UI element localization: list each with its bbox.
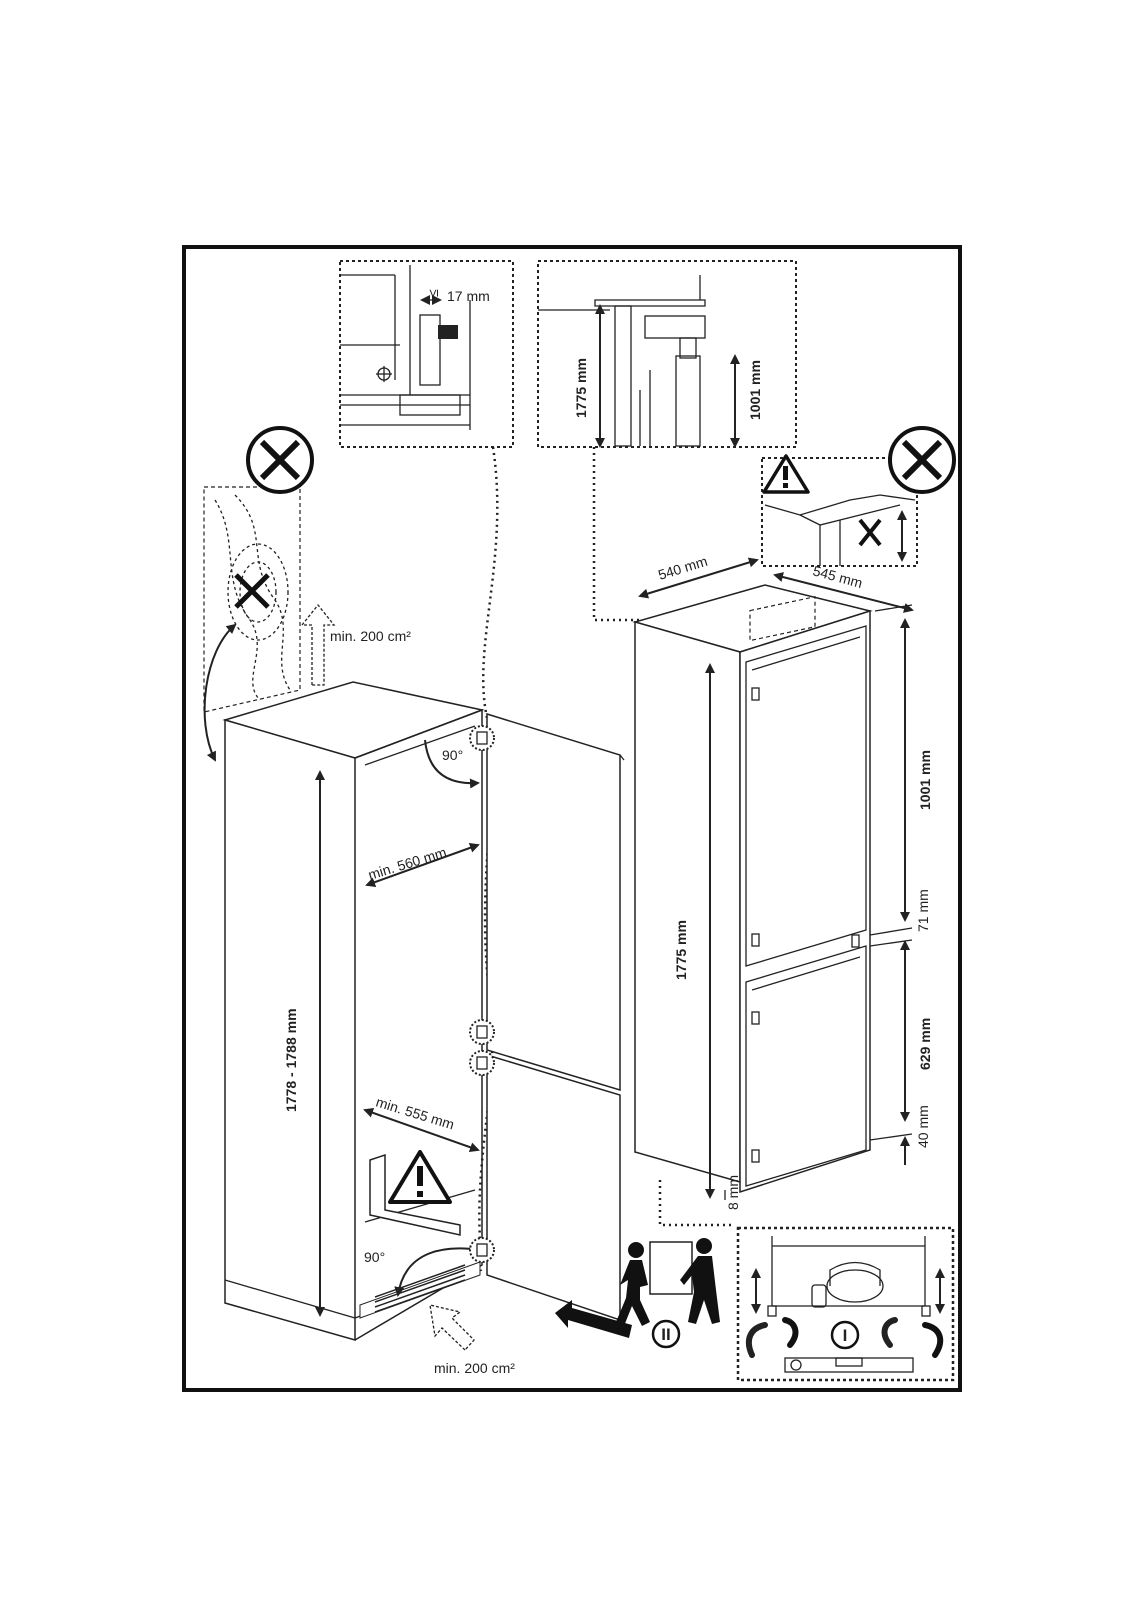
gap-middle-label: 71 mm bbox=[915, 889, 931, 932]
svg-text:II: II bbox=[661, 1325, 670, 1344]
two-person-lift-icon bbox=[616, 1238, 720, 1326]
svg-text:I: I bbox=[843, 1326, 848, 1345]
insert-direction-arrow bbox=[555, 1300, 632, 1338]
warning-triangle-icon bbox=[762, 454, 810, 494]
prohibited-icon bbox=[888, 426, 956, 494]
vent-bottom-label: min. 200 cm² bbox=[434, 1360, 515, 1376]
detail-heights: 1775 mm 1001 mm bbox=[537, 260, 797, 448]
wood-wall-panel bbox=[203, 486, 301, 713]
niche-width-top-label: min. 560 mm bbox=[366, 844, 448, 883]
angle-arrow-bottom bbox=[394, 1247, 481, 1297]
angle-arrow-top bbox=[424, 739, 480, 789]
detail-top-clearance bbox=[761, 457, 918, 567]
unit-width-line bbox=[638, 557, 759, 599]
angle-top-label: 90° bbox=[442, 747, 463, 763]
detail-height-total-label: 1775 mm bbox=[573, 358, 589, 418]
connector-feet bbox=[658, 1180, 735, 1227]
warning-triangle-icon bbox=[388, 1150, 452, 1204]
connector-height bbox=[592, 447, 640, 622]
niche-cabinet bbox=[222, 681, 485, 1341]
wall-curve-arrow bbox=[203, 623, 237, 762]
hinge-markers bbox=[469, 725, 495, 1263]
vent-arrow-top: min. 200 cm² bbox=[300, 603, 411, 686]
vent-arrow-bottom: min. 200 cm² bbox=[429, 1304, 515, 1376]
outer-border bbox=[182, 245, 962, 1392]
detail-hinge-gap: ≤ 17 mm bbox=[339, 260, 514, 448]
lower-door-label: 629 mm bbox=[917, 1018, 933, 1070]
gap-bottom-label: 40 mm bbox=[915, 1105, 931, 1148]
upper-door-label: 1001 mm bbox=[917, 750, 933, 810]
unit-height-label: 1775 mm bbox=[673, 920, 689, 980]
prohibited-icon bbox=[246, 426, 314, 494]
step-two-badge: II bbox=[651, 1319, 681, 1349]
fridge-unit bbox=[632, 584, 873, 1194]
angle-bottom-label: 90° bbox=[364, 1249, 385, 1265]
vent-top-label: min. 200 cm² bbox=[330, 628, 411, 644]
niche-width-top-line bbox=[365, 843, 480, 887]
door-panel bbox=[486, 712, 625, 1322]
unit-depth-line bbox=[773, 572, 914, 613]
detail-feet-level bbox=[736, 1226, 955, 1382]
detail-height-upper-label: 1001 mm bbox=[747, 360, 763, 420]
niche-width-bottom-line bbox=[363, 1107, 480, 1153]
base-gap-label: 8 mm bbox=[725, 1175, 741, 1210]
niche-height-label: 1778 - 1788 mm bbox=[283, 1008, 299, 1112]
rotate-arrow-icon bbox=[745, 1317, 944, 1358]
corner-bracket bbox=[369, 1153, 461, 1236]
gap-max-sign: ≤ bbox=[425, 289, 441, 297]
gap-value-label: 17 mm bbox=[447, 288, 490, 304]
step-one-badge: I bbox=[830, 1320, 860, 1350]
unit-width-label: 540 mm bbox=[656, 553, 709, 583]
niche-width-bottom-label: min. 555 mm bbox=[374, 1094, 456, 1133]
